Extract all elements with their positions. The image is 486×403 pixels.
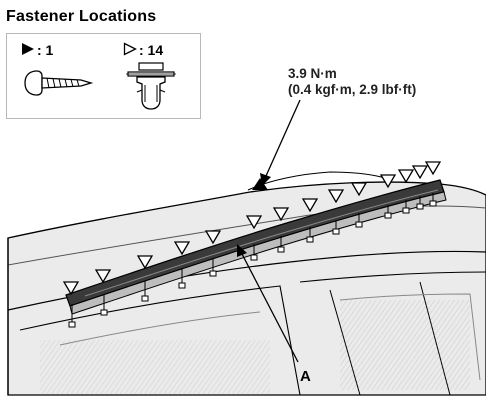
clip-marker xyxy=(272,207,290,222)
clip-marker xyxy=(397,169,415,184)
clip-marker xyxy=(424,161,442,176)
clip-marker xyxy=(204,230,222,245)
callout-a-label: A xyxy=(300,368,311,385)
clip-marker xyxy=(173,241,191,256)
screw-icon xyxy=(24,70,94,96)
open-triangle-icon xyxy=(123,42,137,56)
clip-marker xyxy=(327,189,345,204)
callout-a-leader xyxy=(237,244,299,363)
clip-marker xyxy=(245,215,263,230)
clip-marker xyxy=(411,165,429,180)
clip-marker xyxy=(350,182,368,197)
roof-rail xyxy=(65,179,447,315)
clip-marker xyxy=(62,281,80,296)
screw-marker xyxy=(252,178,268,190)
clip-icon xyxy=(126,62,176,110)
torque-leader xyxy=(260,99,301,186)
torque-value: 3.9 N·m xyxy=(288,66,337,81)
clip-count: : 14 xyxy=(139,42,164,58)
torque-spec: 3.9 N·m (0.4 kgf·m, 2.9 lbf·ft) xyxy=(288,66,416,98)
clip-marker xyxy=(301,198,319,213)
clip-marker xyxy=(94,269,112,284)
clip-markers xyxy=(62,161,442,296)
rail-clips xyxy=(68,193,437,328)
torque-alt-units: (0.4 kgf·m, 2.9 lbf·ft) xyxy=(288,82,417,97)
legend-title: Fastener Locations xyxy=(6,8,157,25)
clip-marker xyxy=(379,174,397,189)
fastener-legend: : 1 : 14 xyxy=(6,33,201,119)
screw-count: : 1 xyxy=(37,42,54,58)
clip-marker xyxy=(136,255,154,270)
solid-triangle-icon xyxy=(22,43,34,55)
